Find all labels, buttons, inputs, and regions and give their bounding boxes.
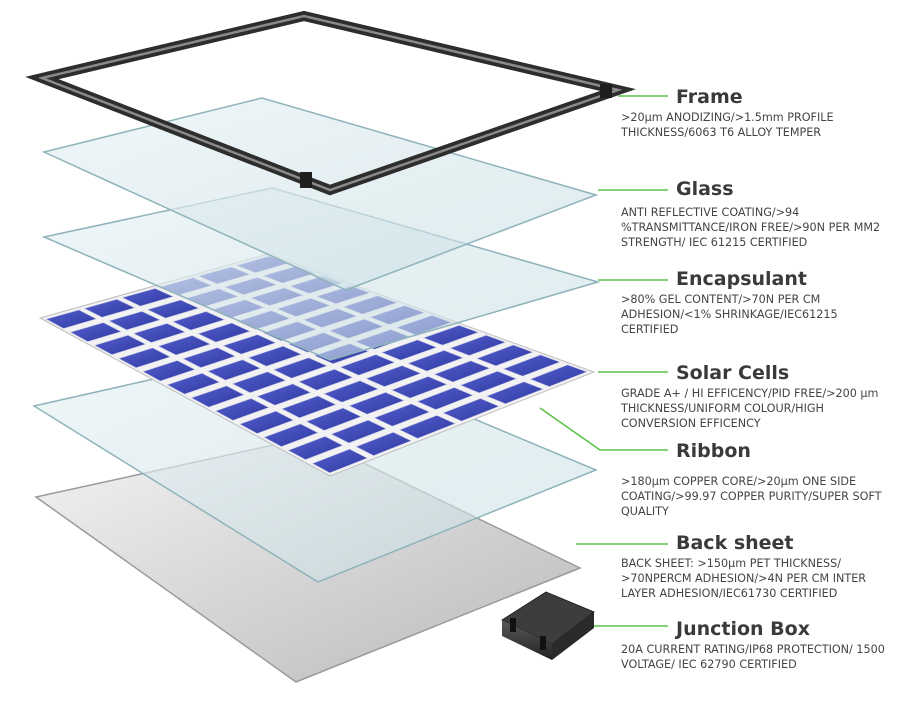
solar-cell <box>311 448 369 474</box>
frame-layer <box>25 10 636 196</box>
solar-cell <box>433 360 491 383</box>
solar-cell <box>298 368 354 391</box>
solar-cell <box>422 324 480 346</box>
frame-description: >20µm ANODIZING/>1.5mm PROFILE THICKNESS… <box>621 111 834 139</box>
glass-title: Glass <box>676 178 734 200</box>
solar-cell <box>69 322 122 342</box>
solar-cell <box>197 322 251 343</box>
solar-cell <box>323 380 379 403</box>
solar-cell <box>373 403 431 427</box>
solar-cell <box>330 419 387 444</box>
solar-cell <box>83 298 136 318</box>
solar-cell <box>207 359 262 381</box>
solar-cell <box>476 344 534 367</box>
solar-cell <box>171 311 226 331</box>
solar-cell <box>247 345 303 367</box>
solar-cell <box>182 347 237 368</box>
solar-cell <box>190 385 245 408</box>
solar-cell <box>449 334 507 356</box>
solar-cell <box>485 381 544 405</box>
solar-cell <box>281 395 337 419</box>
solar-cell <box>305 407 362 431</box>
solar-cell <box>146 299 200 319</box>
solar-cell <box>256 383 312 406</box>
solar-cell <box>263 423 319 447</box>
solar-cell <box>132 323 186 343</box>
solar-cell <box>157 335 212 356</box>
back-sheet-description: BACK SHEET: >150µm PET THICKNESS/ >70NPE… <box>621 557 867 600</box>
solar-cell <box>398 415 456 439</box>
solar-cells-description: GRADE A+ / HI EFFICENCY/PID FREE/>200 µm… <box>621 387 879 430</box>
solar-cell <box>272 357 328 379</box>
solar-cell <box>391 376 448 399</box>
solar-cell <box>108 310 161 331</box>
encapsulant-title: Encapsulant <box>676 268 807 290</box>
solar-cell <box>381 339 438 361</box>
junction-box-description: 20A CURRENT RATING/IP68 PROTECTION/ 1500… <box>621 643 885 671</box>
solar-cell <box>222 334 277 355</box>
junction-box-title: Junction Box <box>676 618 810 640</box>
solar-cell <box>529 364 588 387</box>
solar-cell <box>365 365 422 388</box>
solar-cell <box>142 360 196 382</box>
solar-cell <box>355 431 412 456</box>
solar-cell <box>442 398 500 422</box>
glass-description: ANTI REFLECTIVE COATING/>94 %TRANSMITTAN… <box>621 206 881 249</box>
solar-cell <box>348 391 405 415</box>
frame-title: Frame <box>676 86 743 108</box>
solar-cell <box>407 350 464 372</box>
solar-cell <box>459 370 518 394</box>
solar-cell <box>239 410 295 434</box>
solar-cells-title: Solar Cells <box>676 362 790 384</box>
back-sheet-title: Back sheet <box>676 532 794 554</box>
solar-cell <box>118 347 171 369</box>
ribbon-description: >180µm COPPER CORE/>20µm ONE SIDE COATIN… <box>621 475 882 518</box>
solar-cell <box>214 398 270 421</box>
solar-cell <box>287 436 344 461</box>
junction-box <box>500 591 595 660</box>
solar-cell <box>93 334 147 356</box>
leader-lines <box>539 95 668 627</box>
solar-cell <box>231 371 287 394</box>
solar-cell <box>339 354 396 376</box>
solar-cell <box>416 387 474 410</box>
ribbon-title: Ribbon <box>676 440 751 462</box>
glass-layer <box>41 97 599 291</box>
solar-cell <box>502 354 561 377</box>
solar-cell <box>166 372 221 395</box>
encapsulant-description: >80% GEL CONTENT/>70N PER CM ADHESION/<1… <box>621 293 838 336</box>
solar-cell <box>121 288 175 307</box>
solar-cell <box>45 309 98 329</box>
